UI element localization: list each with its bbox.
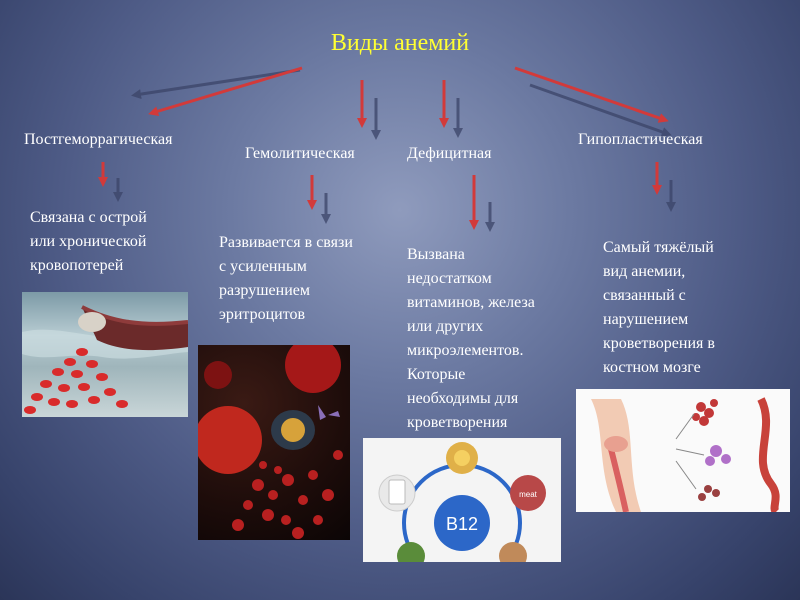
slide-title: Виды анемий bbox=[330, 30, 470, 56]
desc-posthemorrhagic: Связана с острой или хронической кровопо… bbox=[30, 206, 147, 278]
desc-line: эритроцитов bbox=[219, 306, 306, 323]
type-label-hemolytic: Гемолитическая bbox=[245, 145, 355, 162]
desc-line: с усиленным bbox=[219, 258, 307, 275]
arrow-to-posthemorrhagic bbox=[148, 66, 303, 117]
arrow-group bbox=[98, 66, 669, 230]
type-label-posthemorrhagic: Постгеморрагическая bbox=[24, 131, 173, 148]
desc-line: Которые bbox=[407, 366, 466, 383]
desc-line: или хронической bbox=[30, 233, 147, 250]
desc-line: или других bbox=[407, 318, 484, 335]
arrow-shadow-1 bbox=[131, 68, 301, 100]
desc-line: кровопотерей bbox=[30, 257, 124, 274]
desc-line: недостатком bbox=[407, 270, 492, 287]
blood-vessel-image bbox=[22, 292, 188, 417]
desc-line: микроэлементов. bbox=[407, 342, 524, 359]
b12-label: B12 bbox=[446, 514, 478, 534]
desc-line: витаминов, железа bbox=[407, 294, 535, 311]
meat-label: meat bbox=[519, 490, 538, 499]
desc-hemolytic: Развивается в связи с усиленным разрушен… bbox=[219, 231, 353, 327]
desc-hypoplastic: Самый тяжёлый вид анемии, связанный с на… bbox=[603, 236, 715, 380]
desc-line: кроветворения bbox=[407, 414, 508, 431]
desc-line: разрушением bbox=[219, 282, 310, 299]
erythrocytes-image bbox=[198, 345, 350, 540]
arrow-to-hypoplastic bbox=[514, 66, 669, 123]
hematopoiesis-image bbox=[576, 389, 790, 512]
desc-line: Связана с острой bbox=[30, 209, 147, 226]
desc-line: нарушением bbox=[603, 311, 689, 328]
arrow-shadows bbox=[113, 68, 676, 232]
desc-line: необходимы для bbox=[407, 390, 519, 407]
desc-line: вид анемии, bbox=[603, 263, 686, 280]
desc-line: Вызвана bbox=[407, 246, 465, 263]
arrow-shadow-4 bbox=[529, 83, 672, 137]
desc-line: связанный с bbox=[603, 287, 686, 304]
b12-sources-image: B12 meat bbox=[363, 438, 561, 562]
desc-line: Развивается в связи bbox=[219, 234, 353, 251]
desc-line: кроветворения в bbox=[603, 335, 715, 352]
desc-line: костном мозге bbox=[603, 359, 701, 376]
desc-deficient: Вызвана недостатком витаминов, железа ил… bbox=[407, 243, 535, 435]
desc-line: Самый тяжёлый bbox=[603, 239, 714, 256]
type-label-hypoplastic: Гипопластическая bbox=[578, 131, 703, 148]
type-label-deficient: Дефицитная bbox=[407, 145, 492, 162]
